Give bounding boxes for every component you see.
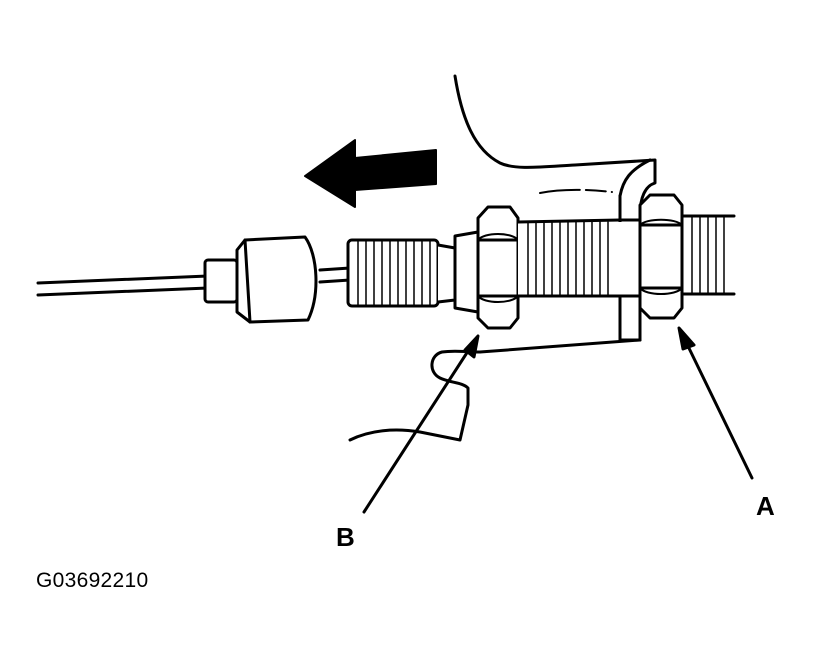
callout-label-a: A bbox=[756, 491, 775, 521]
threaded-barrel-left bbox=[346, 230, 480, 314]
threaded-barrel-right bbox=[516, 218, 642, 298]
lock-nut-a bbox=[638, 193, 684, 320]
cable-wire bbox=[36, 266, 352, 297]
lock-nut-b bbox=[476, 205, 520, 330]
cable-end-fitting bbox=[203, 235, 318, 324]
callout-label-b: B bbox=[336, 522, 355, 552]
threaded-barrel-end bbox=[680, 214, 736, 296]
leader-line-b bbox=[362, 334, 480, 514]
direction-arrow-icon bbox=[304, 139, 437, 208]
leader-line-a bbox=[677, 326, 754, 480]
figure-code: G03692210 bbox=[36, 569, 149, 592]
